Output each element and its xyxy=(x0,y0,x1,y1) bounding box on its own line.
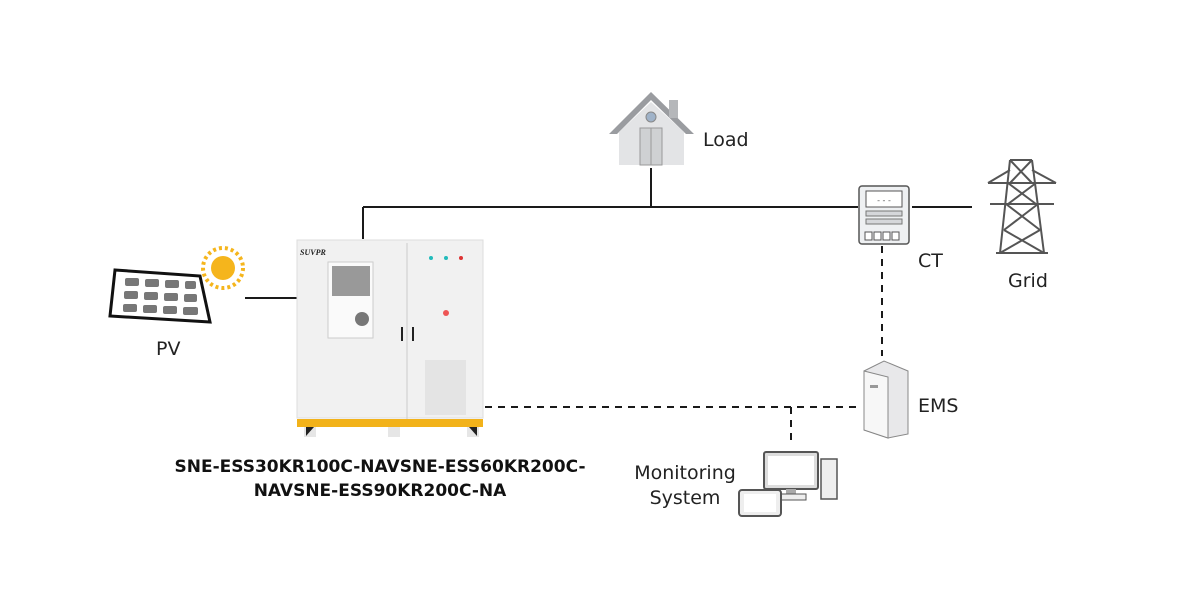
ems-server-icon xyxy=(863,360,909,439)
model-line-2: NAVSNE-ESS90KR200C-NA xyxy=(253,481,507,501)
power-lines xyxy=(245,168,972,299)
house-icon xyxy=(609,92,694,166)
monitoring-label-line2: System xyxy=(649,487,721,509)
grid-label: Grid xyxy=(1008,270,1048,292)
monitoring-system-label: Monitoring System xyxy=(632,461,738,511)
svg-text:- - -: - - - xyxy=(877,196,891,205)
ct-label: CT xyxy=(918,250,943,272)
ct-meter-icon: - - - xyxy=(858,185,910,245)
monitoring-computer-icon xyxy=(738,451,838,517)
load-label: Load xyxy=(703,129,749,151)
ems-label: EMS xyxy=(918,395,959,417)
model-line-1: SNE-ESS30KR100C-NAVSNE-ESS60KR200C- xyxy=(174,457,586,477)
cabinet-brand-logo: SUVPR xyxy=(300,248,326,257)
solar-panel-icon xyxy=(108,268,212,324)
ess-cabinet: SUVPR xyxy=(296,239,484,437)
pv-label: PV xyxy=(156,338,181,360)
grid-tower-icon xyxy=(987,159,1057,254)
monitoring-label-line1: Monitoring xyxy=(634,462,736,484)
sun-icon xyxy=(201,246,245,290)
cabinet-model-label: SNE-ESS30KR100C-NAVSNE-ESS60KR200C- NAVS… xyxy=(170,455,590,503)
communication-lines xyxy=(485,246,883,446)
